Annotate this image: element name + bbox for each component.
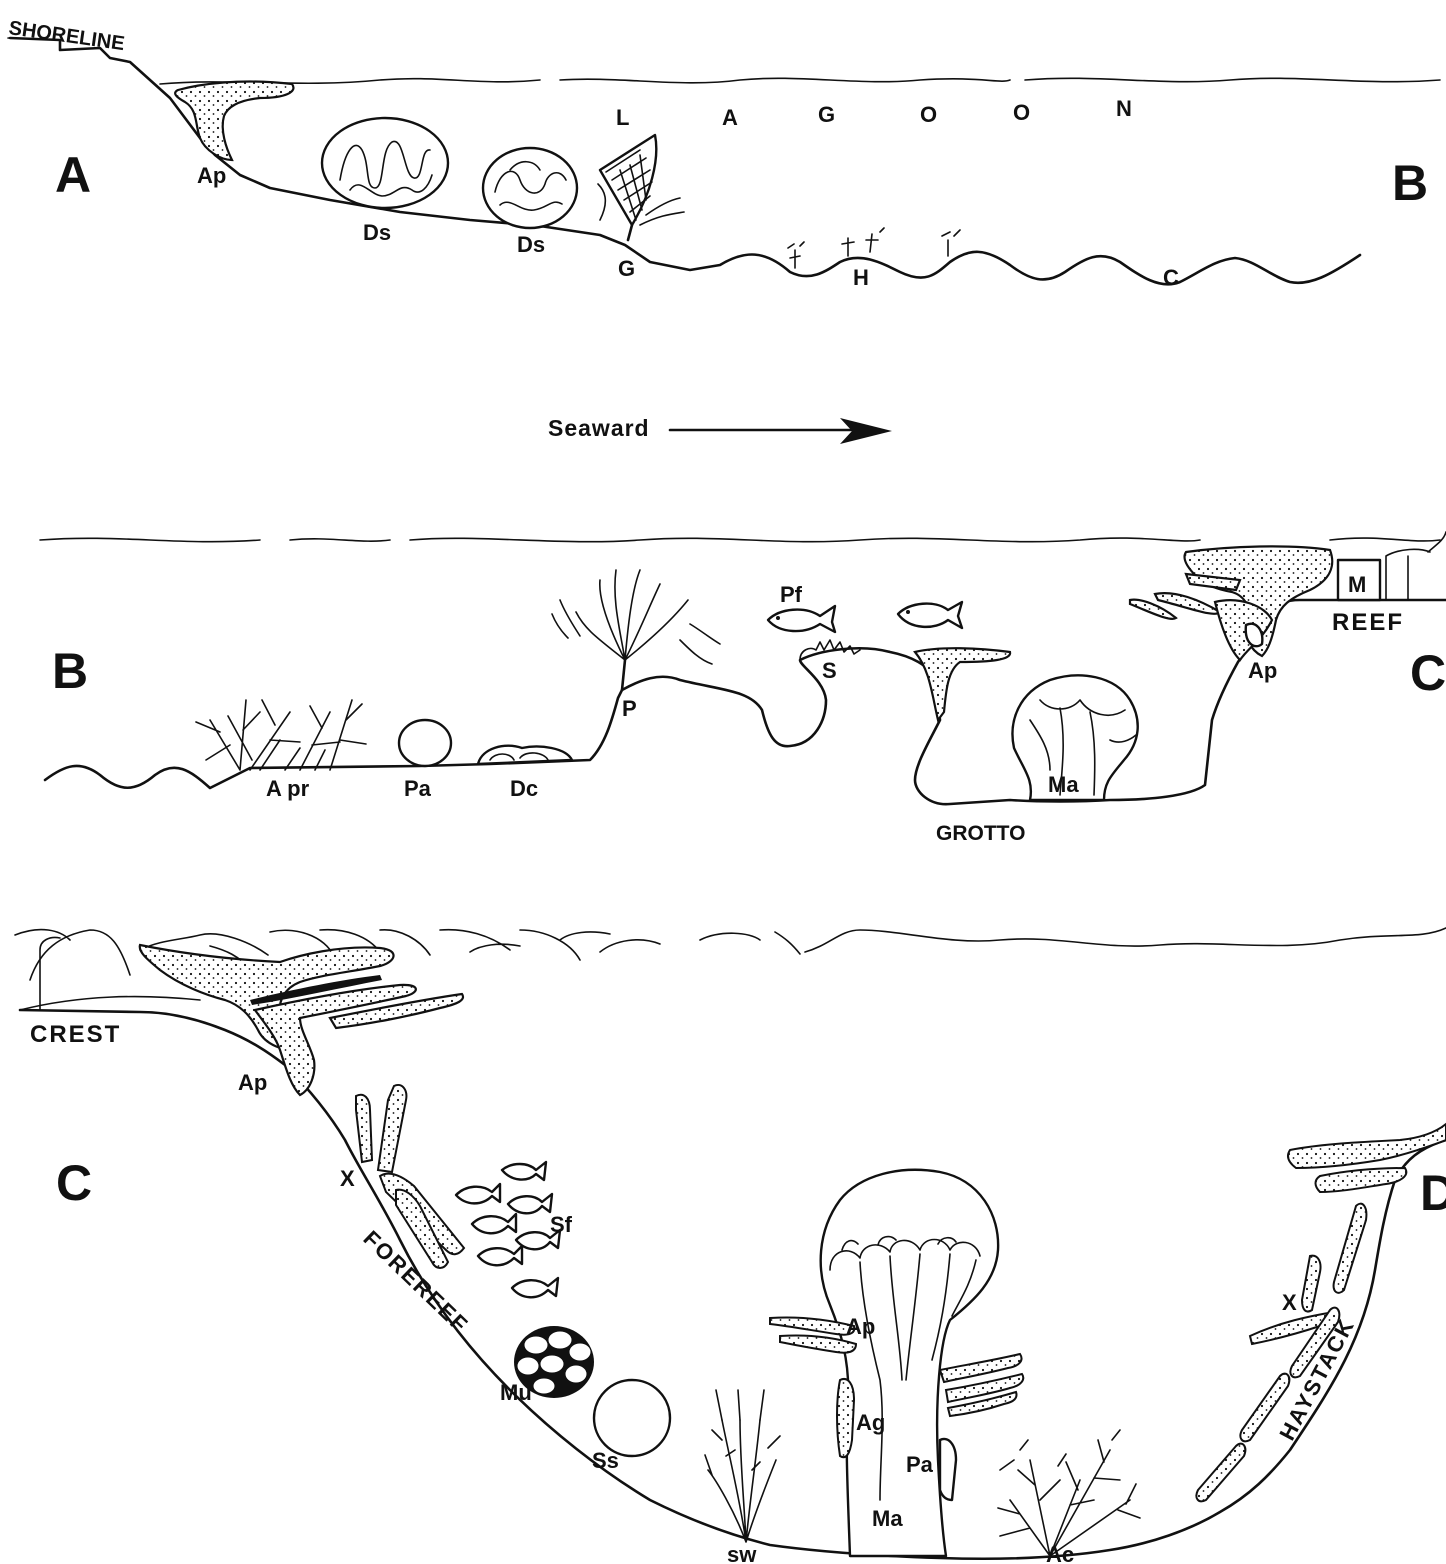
label-c: C <box>1163 265 1179 290</box>
lagoon-word: L A G O O N <box>616 96 1132 130</box>
acropora-prolifera <box>196 700 366 770</box>
lagoon-letter: G <box>818 102 835 127</box>
label-ag: Ag <box>856 1410 885 1435</box>
label-ap-pillar: Ap <box>846 1314 875 1339</box>
grotto-overhang-coral <box>915 648 1010 720</box>
shoreline-cliff <box>10 38 1360 284</box>
panel-bc: B C A pr Pa Dc P Pf S Ma GROTTO M REEF A… <box>40 532 1446 845</box>
panel-bc-end-letter: C <box>1410 645 1446 701</box>
gorgonian-fan <box>598 135 684 240</box>
panel-ab: A B SHORELINE L A G O O N Ap Ds Ds G H C <box>7 17 1440 290</box>
ag-sponge <box>837 1379 854 1457</box>
label-pa: Pa <box>906 1452 934 1477</box>
label-pa: Pa <box>404 776 432 801</box>
seaward-indicator: Seaward <box>548 415 892 444</box>
lagoon-letter: N <box>1116 96 1132 121</box>
label-ds-1: Ds <box>363 220 391 245</box>
label-ds-2: Ds <box>517 232 545 257</box>
brain-coral-2 <box>483 148 577 228</box>
parrotfish-1 <box>768 606 835 632</box>
label-ma: Ma <box>1048 772 1079 797</box>
seaward-label: Seaward <box>548 415 650 441</box>
plexaura-whip <box>552 570 720 690</box>
label-apr: A pr <box>266 776 310 801</box>
label-h: H <box>853 265 869 290</box>
panel-ab-start-letter: A <box>55 147 91 203</box>
label-s: S <box>822 658 837 683</box>
pa-sponge-pillar <box>940 1439 956 1500</box>
label-x-haystack: X <box>1282 1290 1297 1315</box>
ac-staghorn <box>998 1430 1140 1556</box>
reef-crest-corals <box>1130 532 1446 660</box>
label-ap-crest: Ap <box>238 1070 267 1095</box>
label-mu: Mu <box>500 1380 532 1405</box>
label-ap: Ap <box>197 163 226 188</box>
label-grotto: GROTTO <box>936 822 1025 845</box>
water-surface-ab <box>160 78 1440 84</box>
label-dc: Dc <box>510 776 538 801</box>
label-crest: CREST <box>30 1021 121 1048</box>
label-ac: Ac <box>1046 1542 1074 1564</box>
panel-bc-start-letter: B <box>52 643 88 699</box>
lagoon-letter: O <box>1013 100 1030 125</box>
label-ap: Ap <box>1248 658 1277 683</box>
label-sw: sw <box>727 1542 757 1564</box>
haystack-growth <box>1196 1124 1446 1501</box>
label-m: M <box>1348 572 1366 597</box>
seafloor-cd <box>20 1010 1446 1559</box>
label-ss: Ss <box>592 1448 619 1473</box>
label-sf: Sf <box>550 1212 573 1237</box>
label-reef: REEF <box>1332 609 1404 636</box>
pa-sponge <box>399 720 451 766</box>
label-p: P <box>622 696 637 721</box>
surgeonfish-school <box>456 1162 560 1297</box>
lagoon-letter: L <box>616 105 629 130</box>
panel-ab-end-letter: B <box>1392 155 1428 211</box>
panel-cd-end-letter: D <box>1420 1165 1446 1221</box>
ap-coral-shore <box>175 82 293 160</box>
panel-cd: C D CREST Ap X FOREREEF Sf Mu Ss sw Ap A… <box>15 928 1446 1564</box>
label-g: G <box>618 256 635 281</box>
label-pf: Pf <box>780 582 803 607</box>
sw-sea-whips <box>705 1390 780 1542</box>
label-ma: Ma <box>872 1506 903 1531</box>
ss-coral <box>594 1380 670 1456</box>
label-x-forereef: X <box>340 1166 355 1191</box>
parrotfish-2 <box>898 602 962 628</box>
panel-cd-start-letter: C <box>56 1155 92 1211</box>
lagoon-letter: O <box>920 102 937 127</box>
dc-encrusting-coral <box>478 746 572 764</box>
ma-pillar-coral <box>821 1170 998 1556</box>
ap-crest-corals <box>140 945 463 1095</box>
lagoon-letter: A <box>722 105 738 130</box>
brain-coral-1 <box>322 118 448 208</box>
water-surface-bc <box>40 538 1440 542</box>
